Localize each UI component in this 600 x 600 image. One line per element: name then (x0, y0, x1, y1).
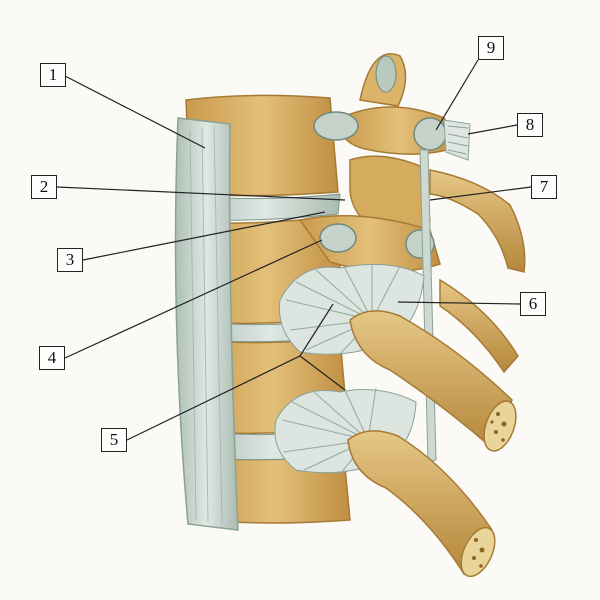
rib-cut-texture-lower (472, 538, 485, 568)
costal-facet-middle (319, 223, 357, 253)
label-5: 5 (101, 428, 127, 452)
label-4: 4 (39, 346, 65, 370)
rib-upper (429, 169, 526, 273)
leader-line-6 (397, 301, 521, 305)
label-6: 6 (520, 292, 546, 316)
label-7: 7 (531, 175, 557, 199)
rib-cut-end-lower (460, 526, 496, 578)
leader-line-3 (82, 211, 326, 261)
rib-cut-texture-upper (490, 412, 507, 442)
leader-line-8 (467, 124, 518, 135)
label-3: 3 (57, 248, 83, 272)
costal-facet-upper (313, 111, 359, 141)
label-9: 9 (478, 36, 504, 60)
label-1: 1 (40, 63, 66, 87)
ligament-tuft-fibers (447, 125, 469, 155)
leader-line-9 (435, 59, 479, 131)
leader-line-1 (64, 75, 206, 149)
leader-line-4 (64, 239, 323, 359)
leader-lines (56, 59, 532, 441)
costotransverse-ligament-vertical (419, 149, 437, 463)
rib-cut-end-upper (483, 400, 517, 452)
leader-line-2 (56, 186, 346, 201)
lateral-costotransverse-ligament (443, 119, 471, 161)
transverse-costal-facet (413, 117, 447, 151)
leader-line-5b (299, 303, 334, 357)
label-2: 2 (31, 175, 57, 199)
spinous-tip-oval (375, 55, 397, 93)
leader-line-7 (429, 186, 532, 201)
label-8: 8 (517, 113, 543, 137)
